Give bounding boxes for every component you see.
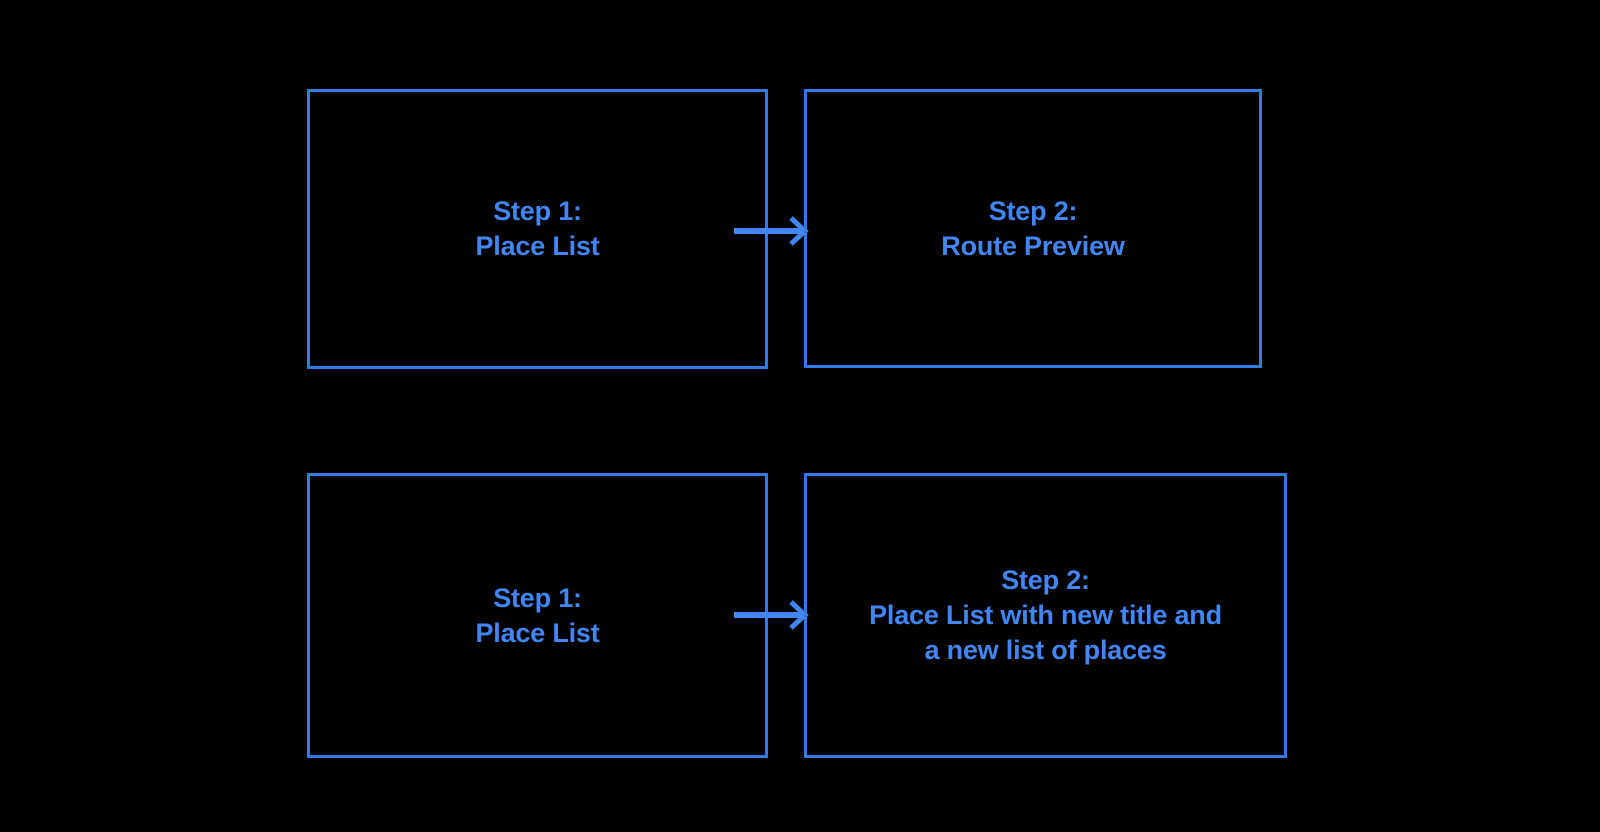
flow-row-place-list-updated: Step 1: Place List Step 2: Place List wi…: [0, 469, 1600, 759]
step-box-step-1-place-list[interactable]: Step 1: Place List: [307, 473, 768, 758]
step-box-label: Step 1: Place List: [475, 582, 600, 648]
flow-row-route-preview: Step 1: Place List Step 2: Route Preview: [0, 85, 1600, 375]
step-box-label: Step 1: Place List: [475, 196, 600, 261]
step-box-step-1-place-list[interactable]: Step 1: Place List: [307, 89, 768, 369]
step-box-step-2-route-preview[interactable]: Step 2: Route Preview: [804, 89, 1262, 368]
step-box-step-2-place-list-updated[interactable]: Step 2: Place List with new title and a …: [804, 473, 1287, 758]
step-box-label: Step 2: Place List with new title and a …: [869, 565, 1222, 665]
step-box-label: Step 2: Route Preview: [941, 195, 1125, 261]
